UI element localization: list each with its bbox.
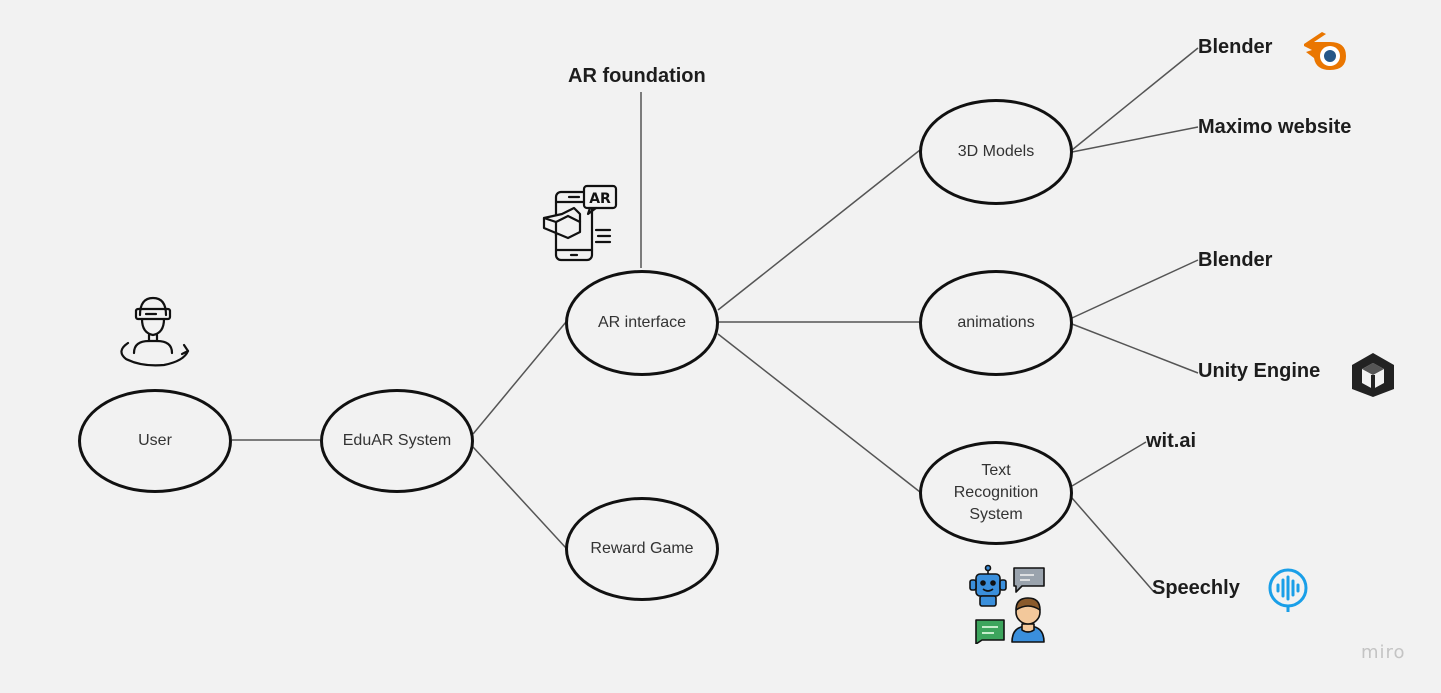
node-eduar-system[interactable]: EduAR System — [320, 389, 474, 493]
node-text-recognition-label: Text Recognition System — [953, 462, 1039, 523]
miro-watermark: miro — [1361, 642, 1406, 663]
edge-text-speechly — [1071, 497, 1155, 593]
edge-models-blender — [1071, 47, 1199, 151]
node-reward-game[interactable]: Reward Game — [565, 497, 719, 601]
blender-logo — [1304, 32, 1346, 70]
node-reward-label: Reward Game — [590, 540, 694, 557]
edge-text-witai — [1071, 441, 1147, 487]
svg-text:AR: AR — [589, 191, 611, 207]
edge-animations-unity — [1071, 323, 1199, 374]
label-speechly: Speechly — [1152, 577, 1240, 599]
edge-animations-blender — [1071, 259, 1199, 319]
node-text-recognition[interactable]: Text Recognition System — [919, 441, 1073, 545]
unity-logo — [1352, 353, 1394, 397]
label-wit-ai: wit.ai — [1146, 430, 1197, 452]
node-animations[interactable]: animations — [919, 270, 1073, 376]
node-user-label: User — [138, 432, 172, 449]
node-animations-label: animations — [957, 314, 1035, 331]
label-unity-engine: Unity Engine — [1198, 360, 1321, 382]
edge-arinterface-text — [717, 333, 921, 493]
label-ar-foundation: AR foundation — [568, 65, 706, 87]
edge-eduar-arinterface — [472, 321, 567, 435]
node-ar-interface[interactable]: AR interface — [565, 270, 719, 376]
node-user[interactable]: User — [78, 389, 232, 493]
speechly-logo — [1268, 568, 1308, 612]
edge-eduar-reward — [472, 446, 567, 549]
label-maximo-website: Maximo website — [1198, 116, 1352, 138]
ar-phone-icon: AR — [542, 184, 618, 262]
node-eduar-label: EduAR System — [342, 432, 452, 449]
edge-arinterface-models — [717, 149, 921, 311]
chatbot-icon — [969, 564, 1045, 644]
node-3d-models[interactable]: 3D Models — [919, 99, 1073, 205]
label-blender-animations: Blender — [1198, 249, 1273, 271]
edge-models-maximo — [1071, 126, 1199, 153]
vr-user-icon — [120, 296, 190, 367]
label-blender-models: Blender — [1198, 36, 1273, 58]
node-3d-models-label: 3D Models — [957, 143, 1035, 160]
node-ar-interface-label: AR interface — [597, 314, 687, 331]
